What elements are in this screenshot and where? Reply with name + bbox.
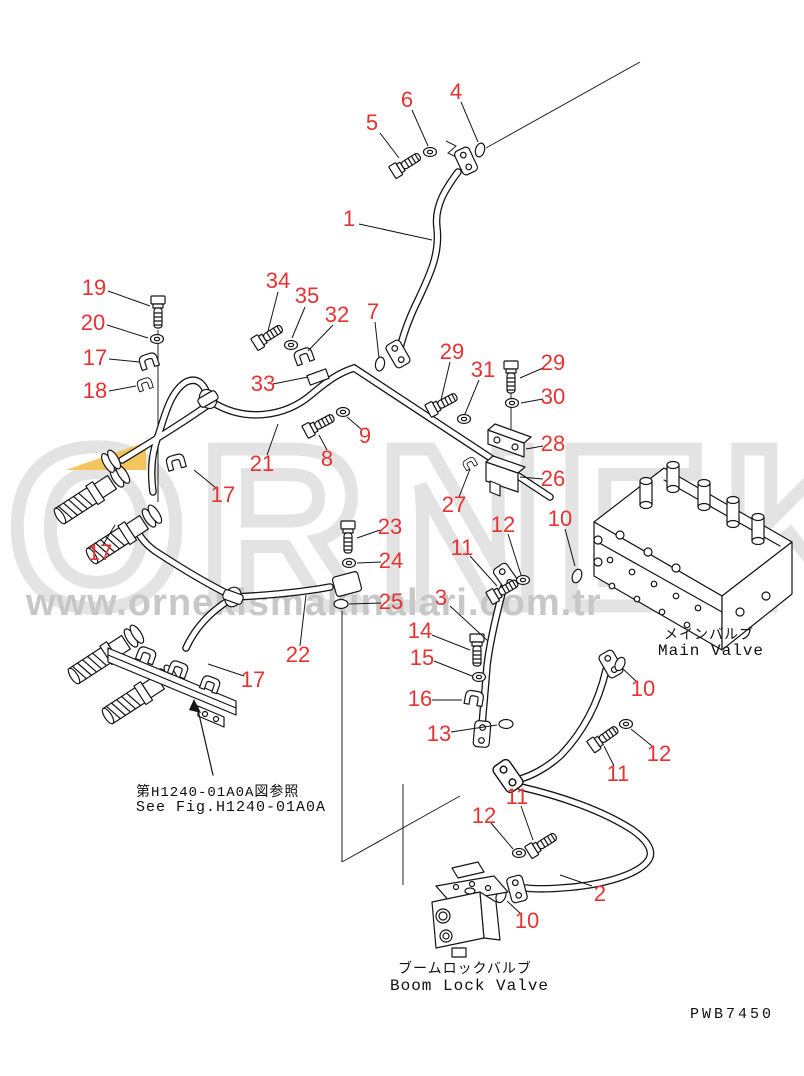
boom-lock-valve-label-jp: ブームロックバルブ xyxy=(398,962,532,978)
part-callout: 8 xyxy=(320,446,334,471)
part-callout: 12 xyxy=(646,741,672,766)
part-callout: 29 xyxy=(540,350,566,375)
part-callout: 11 xyxy=(505,784,529,809)
see-fig-arrow xyxy=(189,699,214,776)
part-callout: 23 xyxy=(377,514,403,539)
part-callout: 7 xyxy=(366,299,380,324)
figure-code: PWB7450 xyxy=(690,1006,775,1023)
boom-lock-valve-drawing xyxy=(431,861,509,958)
part-callout: 15 xyxy=(409,645,435,670)
mounting-bracket-and-block xyxy=(485,423,532,497)
part-callout: 11 xyxy=(450,535,474,560)
part-callout: 5 xyxy=(365,110,379,135)
see-fig-label-en: See Fig.H1240-01A0A xyxy=(136,799,327,816)
part-callout: 12 xyxy=(471,803,497,828)
part-callout: 10 xyxy=(547,506,573,531)
part-callout: 20 xyxy=(80,310,106,335)
part-callout: 16 xyxy=(407,686,433,711)
part-callout: 29 xyxy=(439,339,465,364)
part-callout: 17 xyxy=(87,540,113,565)
part-callout: 10 xyxy=(514,908,540,933)
part-callout: 13 xyxy=(426,721,452,746)
part-callout: 17 xyxy=(240,667,266,692)
part-callout: 17 xyxy=(82,345,108,370)
part-callout: 28 xyxy=(540,431,566,456)
see-fig-label-jp: 第H1240-01A0A図参照 xyxy=(136,785,300,801)
callout-leader-lines xyxy=(102,101,653,915)
part-callout: 22 xyxy=(285,642,311,667)
part-callout: 25 xyxy=(378,589,404,614)
part-callout: 11 xyxy=(606,761,630,786)
boom-lock-valve-label-en: Boom Lock Valve xyxy=(390,977,550,995)
part-callout: 27 xyxy=(441,492,467,517)
part-callout: 1 xyxy=(342,206,356,231)
part-callout: 14 xyxy=(407,618,433,643)
part-callout: 30 xyxy=(540,384,566,409)
part-callout: 26 xyxy=(540,466,566,491)
part-callout: 24 xyxy=(378,548,404,573)
part-callout: 34 xyxy=(265,268,291,293)
pipe-flanges xyxy=(193,145,626,905)
part-callout: 6 xyxy=(400,87,414,112)
part-callout: 18 xyxy=(82,378,108,403)
part-callout: 31 xyxy=(470,357,496,382)
boundary-lines xyxy=(157,61,641,885)
part-callout: 21 xyxy=(249,451,275,476)
clamp-mounting-plate xyxy=(107,644,237,728)
part-callout: 3 xyxy=(434,585,448,610)
part-callout: 12 xyxy=(490,512,516,537)
part-callout: 17 xyxy=(210,482,236,507)
part-callout: 4 xyxy=(449,79,463,104)
part-callout: 19 xyxy=(81,275,107,300)
hose-assemblies xyxy=(50,447,181,728)
part-callout: 9 xyxy=(358,423,372,448)
part-callout: 35 xyxy=(294,283,320,308)
part-callout: 10 xyxy=(630,676,656,701)
fasteners xyxy=(135,142,634,904)
main-valve-drawing xyxy=(593,460,793,651)
part-callout: 33 xyxy=(250,371,276,396)
part-callout: 32 xyxy=(324,302,350,327)
part-callout: 2 xyxy=(593,881,607,906)
main-valve-label-jp: メインバルブ xyxy=(664,628,754,644)
main-valve-label-en: Main Valve xyxy=(658,642,765,660)
